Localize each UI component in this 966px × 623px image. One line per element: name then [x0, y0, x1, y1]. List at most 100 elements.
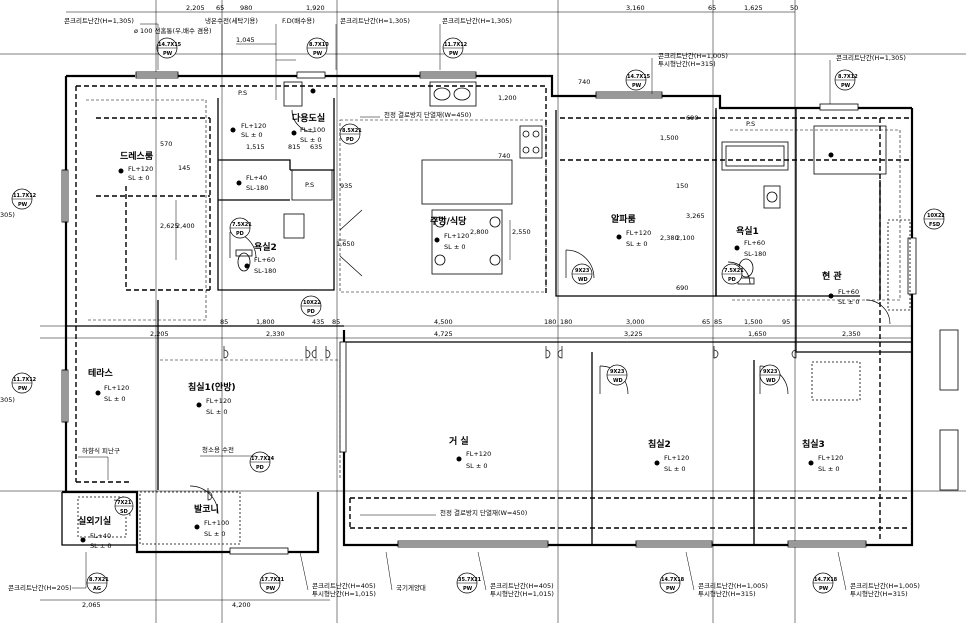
note-conc-top1: 콘크리트난간(H=1,305)	[64, 16, 134, 25]
windows	[61, 71, 917, 555]
dim-row1-2: 435	[312, 318, 324, 326]
room-fl-balcony: FL+100	[204, 519, 229, 527]
room-sl-terrace: SL ± 0	[104, 395, 125, 403]
note-conc-b4: 콘크리트난간(H=1,005)	[698, 581, 768, 590]
dim-row1-7: 3,000	[626, 318, 645, 326]
tag-top-9: 8.5X21	[342, 128, 362, 134]
note-conc-b1: 콘크리트난간(H=205)	[8, 583, 72, 592]
room-sl-balcony: SL ± 0	[204, 530, 225, 538]
dim-inner-18: 145	[178, 164, 190, 172]
note-fd: F.D(배수용)	[282, 16, 315, 25]
tag-bottom-7: FSD	[929, 222, 940, 228]
note-drain: 하향식 피난구	[82, 446, 120, 455]
note-conc-r1: 콘크리트난간(H=1,005)	[658, 51, 728, 60]
tag-top-5: 11.7X12	[13, 193, 37, 199]
room-fl-bed2: FL+120	[664, 454, 689, 462]
dim-row2-3: 3,225	[624, 330, 643, 338]
room-fl-living: FL+120	[466, 450, 491, 458]
note-conc-top3: 콘크리트난간(H=1,305)	[442, 16, 512, 25]
room-sl-bath2: SL-180	[254, 267, 276, 275]
dimension-text: 2,205 65 980 1,920 3,160 65 1,625 50 1,0…	[82, 4, 861, 609]
dim-row1-9: 85	[714, 318, 722, 326]
tag-top-18: 17.7X21	[261, 577, 285, 583]
level-fl-extra1: FL+120	[241, 122, 266, 130]
room-name-living: 거 실	[449, 435, 469, 447]
note-fridge: 냉온수전(세탁기용)	[205, 16, 258, 25]
tag-top-8: 7.5X21	[232, 222, 252, 228]
note-glass-r1: 투시형난간(H=315)	[658, 59, 716, 68]
room-fl-master: FL+120	[206, 397, 231, 405]
dashed-lines	[75, 85, 910, 540]
room-sl-dress: SL ± 0	[128, 174, 149, 182]
room-fl-bed3: FL+120	[818, 454, 843, 462]
level-markers	[80, 88, 834, 543]
dim-row1-0: 85	[220, 318, 228, 326]
room-fl-terrace: FL+120	[104, 384, 129, 392]
room-name-bed3: 침실3	[802, 438, 825, 450]
dim-bottom-1: 4,200	[232, 601, 251, 609]
room-sl-bath1: SL-180	[744, 250, 766, 258]
dim-inner-16: 150	[676, 182, 688, 190]
dim-inner-3: 740	[578, 78, 590, 86]
dim-inner-8: 2,625	[160, 222, 179, 230]
tag-bottom-12: PD	[307, 309, 315, 315]
room-sl-entrance: SL ± 0	[838, 298, 859, 306]
note-ps1: P.S	[238, 89, 247, 97]
room-fl-entrance: FL+60	[838, 288, 859, 296]
dim-inner-11: 2,800	[470, 228, 489, 236]
level-sl-extra2: SL-180	[246, 184, 268, 192]
dim-inner-1: 815	[288, 143, 300, 151]
tag-top-0: 14.7X15	[158, 42, 182, 48]
tag-top-11: 7.5X21	[724, 268, 744, 274]
room-name-alpha: 알파룸	[611, 213, 636, 225]
tag-bottom-9: PD	[346, 137, 354, 143]
room-name-master: 침실1(안방)	[188, 381, 236, 393]
tag-top-19: 35.7X21	[458, 577, 482, 583]
note-glass-b3: 투시형난간(H=1,015)	[490, 589, 554, 598]
dim-inner-13: 3,265	[686, 212, 705, 220]
note-conc-b2: 콘크리트난간(H=405)	[312, 581, 376, 590]
level-fl-extra2: FL+40	[246, 174, 267, 182]
tag-bottom-17: AG	[93, 586, 101, 592]
room-fl-dress: FL+120	[128, 165, 153, 173]
window-tags: 14.7X15 PW 8.7X10 PW 11.7X12 PW 14.7X15 …	[11, 37, 945, 594]
dim-inner-19: 570	[160, 140, 172, 148]
room-sl-utility: SL ± 0	[300, 136, 321, 144]
note-pipe: ø 100 선홈통(우,배수 겸용)	[134, 26, 212, 35]
tag-top-15: 17.7X24	[251, 456, 275, 462]
tag-bottom-13: WD	[613, 378, 623, 384]
room-labels: 드레스룸 FL+120 SL ± 0 다용도실 FL+100 SL ± 0 욕실…	[78, 112, 859, 550]
tag-bottom-4: PW	[841, 83, 851, 89]
dim-top-3: 1,920	[306, 4, 325, 12]
tag-bottom-14: WD	[766, 378, 776, 384]
room-name-entrance: 현 관	[822, 270, 842, 282]
exterior-walls	[62, 74, 914, 554]
tag-bottom-1: PW	[313, 51, 323, 57]
dim-row2-2: 4,725	[434, 330, 453, 338]
dim-inner-15: 2,100	[676, 234, 695, 242]
dim-row2-1: 2,330	[266, 330, 285, 338]
note-valve: 청소용 수전	[202, 445, 234, 454]
tag-bottom-19: PW	[463, 586, 473, 592]
note-glass-b5: 투시형난간(H=315)	[850, 589, 908, 598]
tag-bottom-20: PW	[666, 586, 676, 592]
room-fl-outdoor-unit: FL+40	[90, 532, 111, 540]
dim-top-5: 65	[708, 4, 716, 12]
note-glass-b4: 투시형난간(H=315)	[698, 589, 756, 598]
note-left-cut2: 305)	[0, 396, 15, 404]
room-fl-alpha: FL+120	[626, 229, 651, 237]
tag-bottom-10: WD	[578, 277, 588, 283]
dim-inner-4: 1,200	[498, 94, 517, 102]
room-sl-living: SL ± 0	[466, 462, 487, 470]
doors	[113, 109, 891, 517]
dim-row1-1: 1,800	[256, 318, 275, 326]
note-ps2: P.S	[305, 181, 314, 189]
tag-bottom-6: PW	[18, 386, 28, 392]
tag-top-6: 11.7X12	[13, 377, 37, 383]
room-name-utility: 다용도실	[292, 112, 325, 124]
dim-row1-6: 180	[560, 318, 572, 326]
dim-row2-5: 2,350	[842, 330, 861, 338]
dim-top-2: 980	[240, 4, 252, 12]
note-ps3: P.S	[746, 120, 755, 128]
